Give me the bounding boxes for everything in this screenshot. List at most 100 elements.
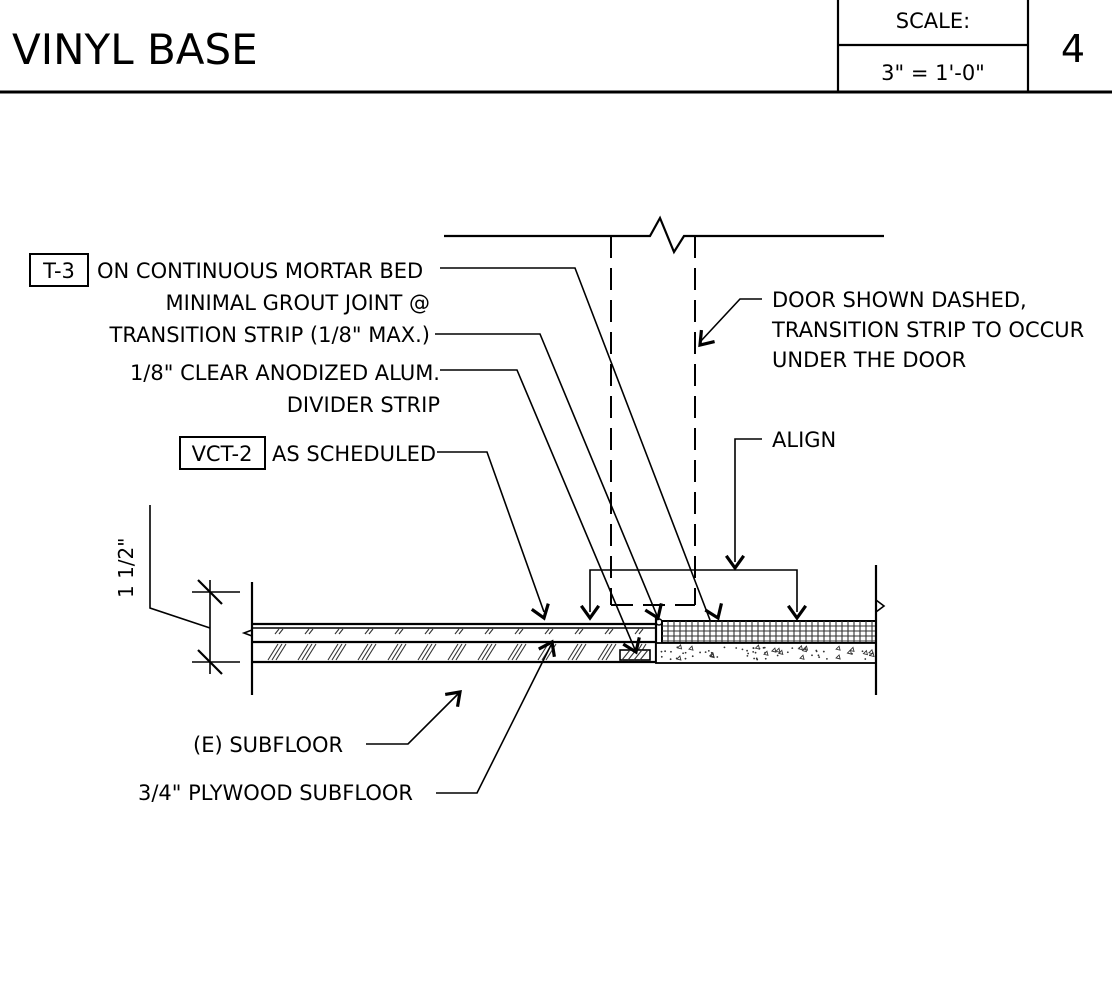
callout-existing-subfloor: (E) SUBFLOOR <box>193 693 459 757</box>
mortar-dot <box>776 654 779 657</box>
callout-t3-mortar: T-3 ON CONTINUOUS MORTAR BED <box>29 253 711 621</box>
mortar-dot <box>762 646 765 649</box>
plywood-hatch-stroke <box>447 643 459 661</box>
mortar-dot <box>791 647 794 650</box>
tag-t3: T-3 <box>42 259 75 283</box>
mortar-bed <box>655 642 877 664</box>
door-label-line1: DOOR SHOWN DASHED, <box>772 288 1027 312</box>
tag-vct2: VCT-2 <box>192 442 253 466</box>
door-label-line3: UNDER THE DOOR <box>772 348 966 372</box>
vct-hatch-stroke <box>394 628 400 635</box>
mortar-aggregate <box>802 645 809 651</box>
vct-hatch-stroke <box>424 628 430 635</box>
existing-subfloor-label: (E) SUBFLOOR <box>193 733 343 757</box>
plywood-hatch-stroke <box>391 643 403 661</box>
plywood-hatch-stroke <box>301 643 313 661</box>
plywood-hatch-stroke <box>455 643 467 661</box>
mortar-dot <box>660 655 663 658</box>
mortar-dot <box>861 650 864 653</box>
mortar-dot <box>664 650 667 653</box>
vct-hatch-stroke <box>514 628 520 635</box>
callout-vct2: VCT-2 AS SCHEDULED <box>179 436 545 613</box>
mortar-dot <box>747 652 750 655</box>
arrowhead <box>530 603 550 621</box>
plywood-hatch-stroke <box>417 643 429 661</box>
scale-value: 3" = 1'-0" <box>881 61 985 85</box>
plywood-hatch-stroke <box>601 643 613 661</box>
mortar-dot <box>764 657 767 660</box>
vct-hatch-stroke <box>604 628 610 635</box>
mortar-aggregate <box>775 647 781 653</box>
mortar-aggregate <box>676 644 683 650</box>
plywood-hatch-stroke <box>297 643 309 661</box>
mortar-dot <box>764 651 767 654</box>
tag-vct2-box <box>179 436 266 470</box>
mortar-aggregate <box>770 647 777 653</box>
plywood-subfloor-leader <box>436 644 552 794</box>
plywood-hatch-stroke <box>365 643 377 661</box>
dim-tick-bottom <box>197 649 223 675</box>
mortar-dot <box>735 647 738 649</box>
plywood-hatch-stroke <box>507 643 519 661</box>
vct-hatch-stroke <box>484 628 490 635</box>
plywood-hatch-stroke <box>267 643 279 661</box>
mortar-aggregate <box>709 652 715 659</box>
mortar-dot <box>716 656 719 658</box>
plywood-hatch-stroke <box>451 643 463 661</box>
as-scheduled-label: AS SCHEDULED <box>272 442 436 466</box>
vct-hatch-stroke <box>428 628 434 635</box>
mortar-dot <box>758 647 761 650</box>
plywood-hatch-stroke <box>597 643 609 661</box>
align-bracket <box>589 569 798 612</box>
grout-joint-leader <box>435 333 659 619</box>
callout-grout-joint: MINIMAL GROUT JOINT @ TRANSITION STRIP (… <box>109 291 659 619</box>
plywood-hatch-stroke <box>305 643 317 661</box>
arrowhead <box>579 604 601 621</box>
divider-leader <box>440 369 637 653</box>
mortar-dot <box>660 650 663 653</box>
left-break-mark <box>241 629 253 637</box>
vct-hatch-stroke <box>278 628 284 635</box>
mortar-dot <box>691 655 694 658</box>
mortar-dot <box>754 651 757 654</box>
mortar-stipple <box>660 644 875 661</box>
mortar-dot <box>670 650 672 653</box>
arrowhead <box>444 690 462 708</box>
mortar-dot <box>756 658 759 661</box>
mortar-dot <box>682 652 685 655</box>
plywood-hatch-stroke <box>387 643 399 661</box>
floor-assembly <box>241 565 886 695</box>
mortar-dot <box>699 651 701 654</box>
plywood-hatch-stroke <box>515 643 527 661</box>
plywood-hatch-stroke <box>605 643 617 661</box>
mortar-aggregate <box>676 655 682 661</box>
mortar-dot <box>864 658 867 660</box>
vct-hatch-stroke <box>608 628 614 635</box>
mortar-aggregate <box>862 649 869 656</box>
mortar-aggregate <box>797 644 804 651</box>
vct-hatch-stroke <box>368 628 374 635</box>
vct-hatch-stroke <box>578 628 584 635</box>
mortar-dot <box>669 658 672 661</box>
vct-hatch-stroke <box>338 628 344 635</box>
mortar-dot <box>752 647 755 649</box>
vct-hatch-stroke <box>304 628 310 635</box>
mortar-dot <box>818 656 821 659</box>
mortar-dot <box>817 654 820 657</box>
mortar-dot <box>741 648 744 651</box>
mortar-aggregate <box>849 646 855 653</box>
vct-hatch-stroke <box>308 628 314 635</box>
plywood-hatch-stroke <box>485 643 497 661</box>
vct-hatch <box>274 628 644 635</box>
arrowhead <box>622 637 641 655</box>
plywood-hatch-stroke <box>511 643 523 661</box>
mortar-dot <box>752 651 755 653</box>
mortar-dot <box>746 649 748 652</box>
vct-hatch-stroke <box>518 628 524 635</box>
plywood-hatch-stroke <box>395 643 407 661</box>
plywood-hatch-stroke <box>275 643 287 661</box>
divider-strip-hatch <box>621 649 649 661</box>
leader-arrowheads <box>444 329 808 708</box>
mortar-dot <box>746 654 749 657</box>
plywood-hatch-stroke <box>271 643 283 661</box>
